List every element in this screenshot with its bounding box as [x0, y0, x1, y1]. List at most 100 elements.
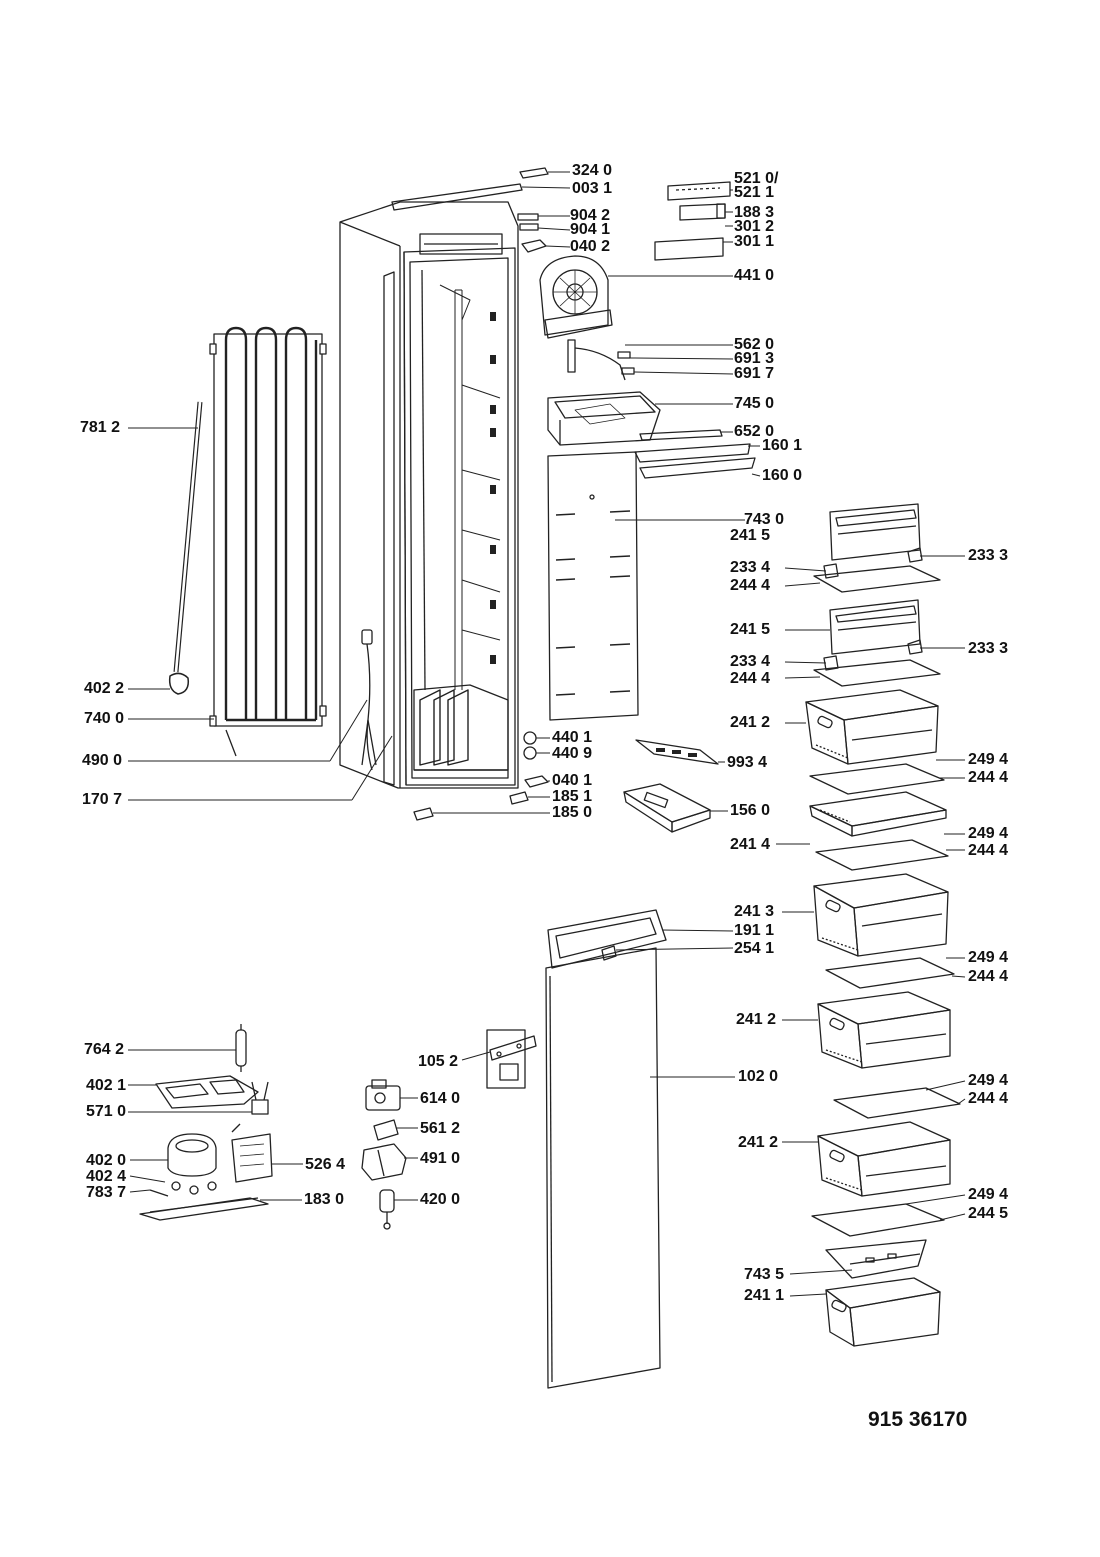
part-label: 324 0 [572, 162, 613, 179]
part-shape-basket-241-1 [825, 1277, 941, 1347]
part-shape-244-4-b [813, 659, 941, 687]
part-label: 244 4 [968, 769, 1009, 786]
part-shape-244-4-e [825, 957, 955, 989]
part-shape-basket-241-3 [813, 873, 949, 957]
part-shape-basket-241-2-b [817, 991, 951, 1069]
part-label: 249 4 [968, 1072, 1009, 1089]
part-shape-440-1 [523, 731, 537, 745]
part-shape-526-4 [231, 1123, 273, 1183]
part-label: 241 4 [730, 836, 771, 853]
part-shape-basket-241-2-c [817, 1121, 951, 1197]
part-shape-wiring-562-0 [567, 339, 635, 381]
model-number: 915 36170 [868, 1408, 968, 1431]
part-label: 521 0/ [734, 170, 779, 187]
part-shape-571-0 [251, 1081, 269, 1115]
part-shape-783-7 [149, 1189, 169, 1197]
part-shape-324-0 [519, 167, 549, 179]
part-label: 185 0 [552, 804, 593, 821]
part-label: 441 0 [734, 267, 775, 284]
part-label: 241 5 [730, 621, 771, 638]
part-label: 244 4 [730, 577, 771, 594]
part-label: 491 0 [420, 1150, 461, 1167]
part-label: 191 1 [734, 922, 775, 939]
part-label: 249 4 [968, 751, 1009, 768]
part-shape-hinge-105-2 [486, 1029, 537, 1089]
part-shape-040-1 [524, 775, 549, 788]
part-shape-tray-241-4 [809, 791, 947, 837]
part-label: 904 1 [570, 221, 611, 238]
part-label: 402 4 [86, 1168, 127, 1185]
part-label: 102 0 [738, 1068, 779, 1085]
part-shape-241-5-b [823, 599, 923, 671]
part-shape-cable-490-0 [361, 629, 377, 771]
part-label: 402 1 [86, 1077, 127, 1094]
part-shape-244-5 [811, 1203, 945, 1237]
part-shape-743-5 [825, 1239, 927, 1279]
part-label: 614 0 [420, 1090, 461, 1107]
part-label: 105 2 [418, 1053, 459, 1070]
part-label: 783 7 [86, 1184, 127, 1201]
part-label: 003 1 [572, 180, 613, 197]
part-shape-basket-241-2-a [805, 689, 939, 765]
part-shape-tube-781-2 [168, 401, 203, 695]
part-label: 241 2 [736, 1011, 777, 1028]
part-shape-904 [517, 213, 539, 231]
part-label: 244 5 [968, 1205, 1009, 1222]
part-label: 521 1 [734, 184, 775, 201]
part-label: 561 2 [420, 1120, 461, 1137]
part-label: 249 4 [968, 949, 1009, 966]
part-label: 745 0 [734, 395, 775, 412]
part-shape-fan-441-0 [539, 255, 613, 339]
part-shape-254-1 [601, 945, 617, 961]
part-label: 249 4 [968, 825, 1009, 842]
part-label: 743 0 [744, 511, 785, 528]
part-label: 904 2 [570, 207, 611, 224]
part-shape-244-4-f [833, 1087, 961, 1119]
part-label: 691 3 [734, 350, 775, 367]
part-label: 562 0 [734, 336, 775, 353]
part-label: 040 2 [570, 238, 611, 255]
part-shape-241-5-a [823, 503, 923, 579]
part-label: 440 9 [552, 745, 593, 762]
part-shape-base-183-0 [139, 1197, 269, 1221]
part-label: 241 2 [730, 714, 771, 731]
part-shape-160-1 [634, 443, 751, 463]
part-shape-door-102-0 [545, 947, 661, 1389]
part-label: 185 1 [552, 788, 593, 805]
part-label: 241 5 [730, 527, 771, 544]
part-shape-185-1 [509, 791, 529, 805]
part-label: 301 2 [734, 218, 775, 235]
cabinet-body [339, 201, 519, 789]
part-label: 244 4 [730, 670, 771, 687]
part-label: 526 4 [305, 1156, 346, 1173]
part-label: 040 1 [552, 772, 593, 789]
part-label: 490 0 [82, 752, 123, 769]
part-label: 183 0 [304, 1191, 345, 1208]
part-shape-compressor-402-0 [167, 1133, 217, 1195]
part-shape-244-4-c [809, 763, 945, 795]
part-shape-244-4-a [813, 565, 941, 593]
part-shape-440-9 [523, 746, 537, 760]
part-label: 241 2 [738, 1134, 779, 1151]
part-shape-652-0 [639, 429, 723, 441]
part-label: 993 4 [727, 754, 768, 771]
part-label: 249 4 [968, 1186, 1009, 1203]
part-label: 652 0 [734, 423, 775, 440]
part-label: 244 4 [968, 968, 1009, 985]
part-label: 170 7 [82, 791, 123, 808]
part-label: 691 7 [734, 365, 775, 382]
part-label: 244 4 [968, 842, 1009, 859]
part-label: 402 0 [86, 1152, 127, 1169]
part-shape-764-2 [235, 1024, 247, 1072]
part-shape-160-0 [639, 457, 756, 479]
part-label: 440 1 [552, 729, 593, 746]
part-shape-condenser-740-0 [209, 326, 327, 757]
part-label: 301 1 [734, 233, 775, 250]
part-shape-housing-745-0 [547, 391, 661, 446]
part-shape-door-gasket-191-1 [547, 909, 667, 969]
part-label: 764 2 [84, 1041, 125, 1058]
part-label: 160 1 [762, 437, 803, 454]
part-label: 402 2 [84, 680, 125, 697]
part-shape-156-0 [623, 783, 711, 833]
